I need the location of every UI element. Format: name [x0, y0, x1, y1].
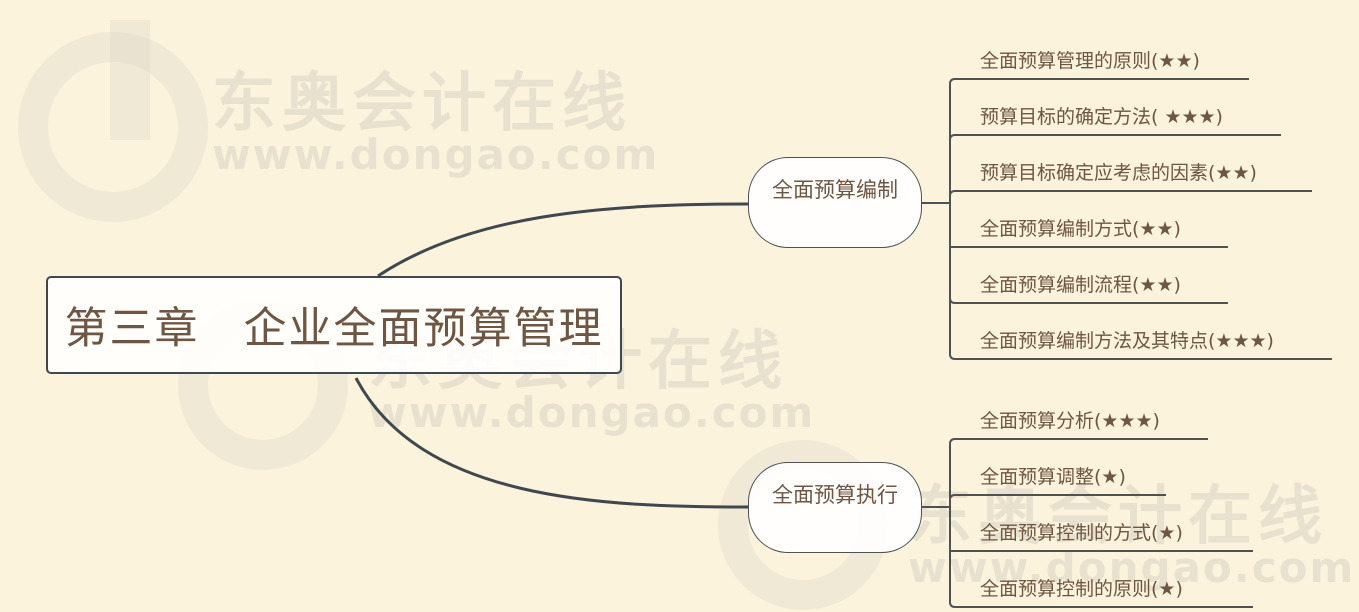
- leaf-topic[interactable]: 全面预算管理的原则(★★): [980, 50, 1200, 72]
- leaf-topic[interactable]: 全面预算编制流程(★★): [980, 274, 1181, 296]
- branch-label: 全面预算编制: [772, 178, 898, 202]
- branch-topic-budget-execution[interactable]: 全面预算执行: [748, 462, 922, 553]
- root-to-branch-1-connector: [377, 202, 749, 278]
- root-to-branch-2-connector: [354, 377, 749, 509]
- leaf-topic[interactable]: 全面预算编制方式(★★): [980, 218, 1181, 240]
- root-topic[interactable]: 第三章 企业全面预算管理: [46, 276, 622, 374]
- leaf-topic[interactable]: 全面预算控制的原则(★): [980, 578, 1183, 600]
- leaf-topic[interactable]: 全面预算分析(★★★): [980, 410, 1160, 432]
- leaf-topic[interactable]: 预算目标的确定方法( ★★★): [980, 106, 1223, 128]
- leaf-topic[interactable]: 全面预算控制的方式(★): [980, 522, 1183, 544]
- leaf-topic[interactable]: 全面预算编制方法及其特点(★★★): [980, 330, 1274, 352]
- leaf-topic[interactable]: 全面预算调整(★): [980, 466, 1126, 488]
- branch-topic-budget-preparation[interactable]: 全面预算编制: [748, 157, 922, 248]
- leaf-topic[interactable]: 预算目标确定应考虑的因素(★★): [980, 162, 1257, 184]
- branch-label: 全面预算执行: [772, 483, 898, 507]
- root-chapter: 第三章: [64, 304, 200, 354]
- root-title: 企业全面预算管理: [243, 304, 604, 354]
